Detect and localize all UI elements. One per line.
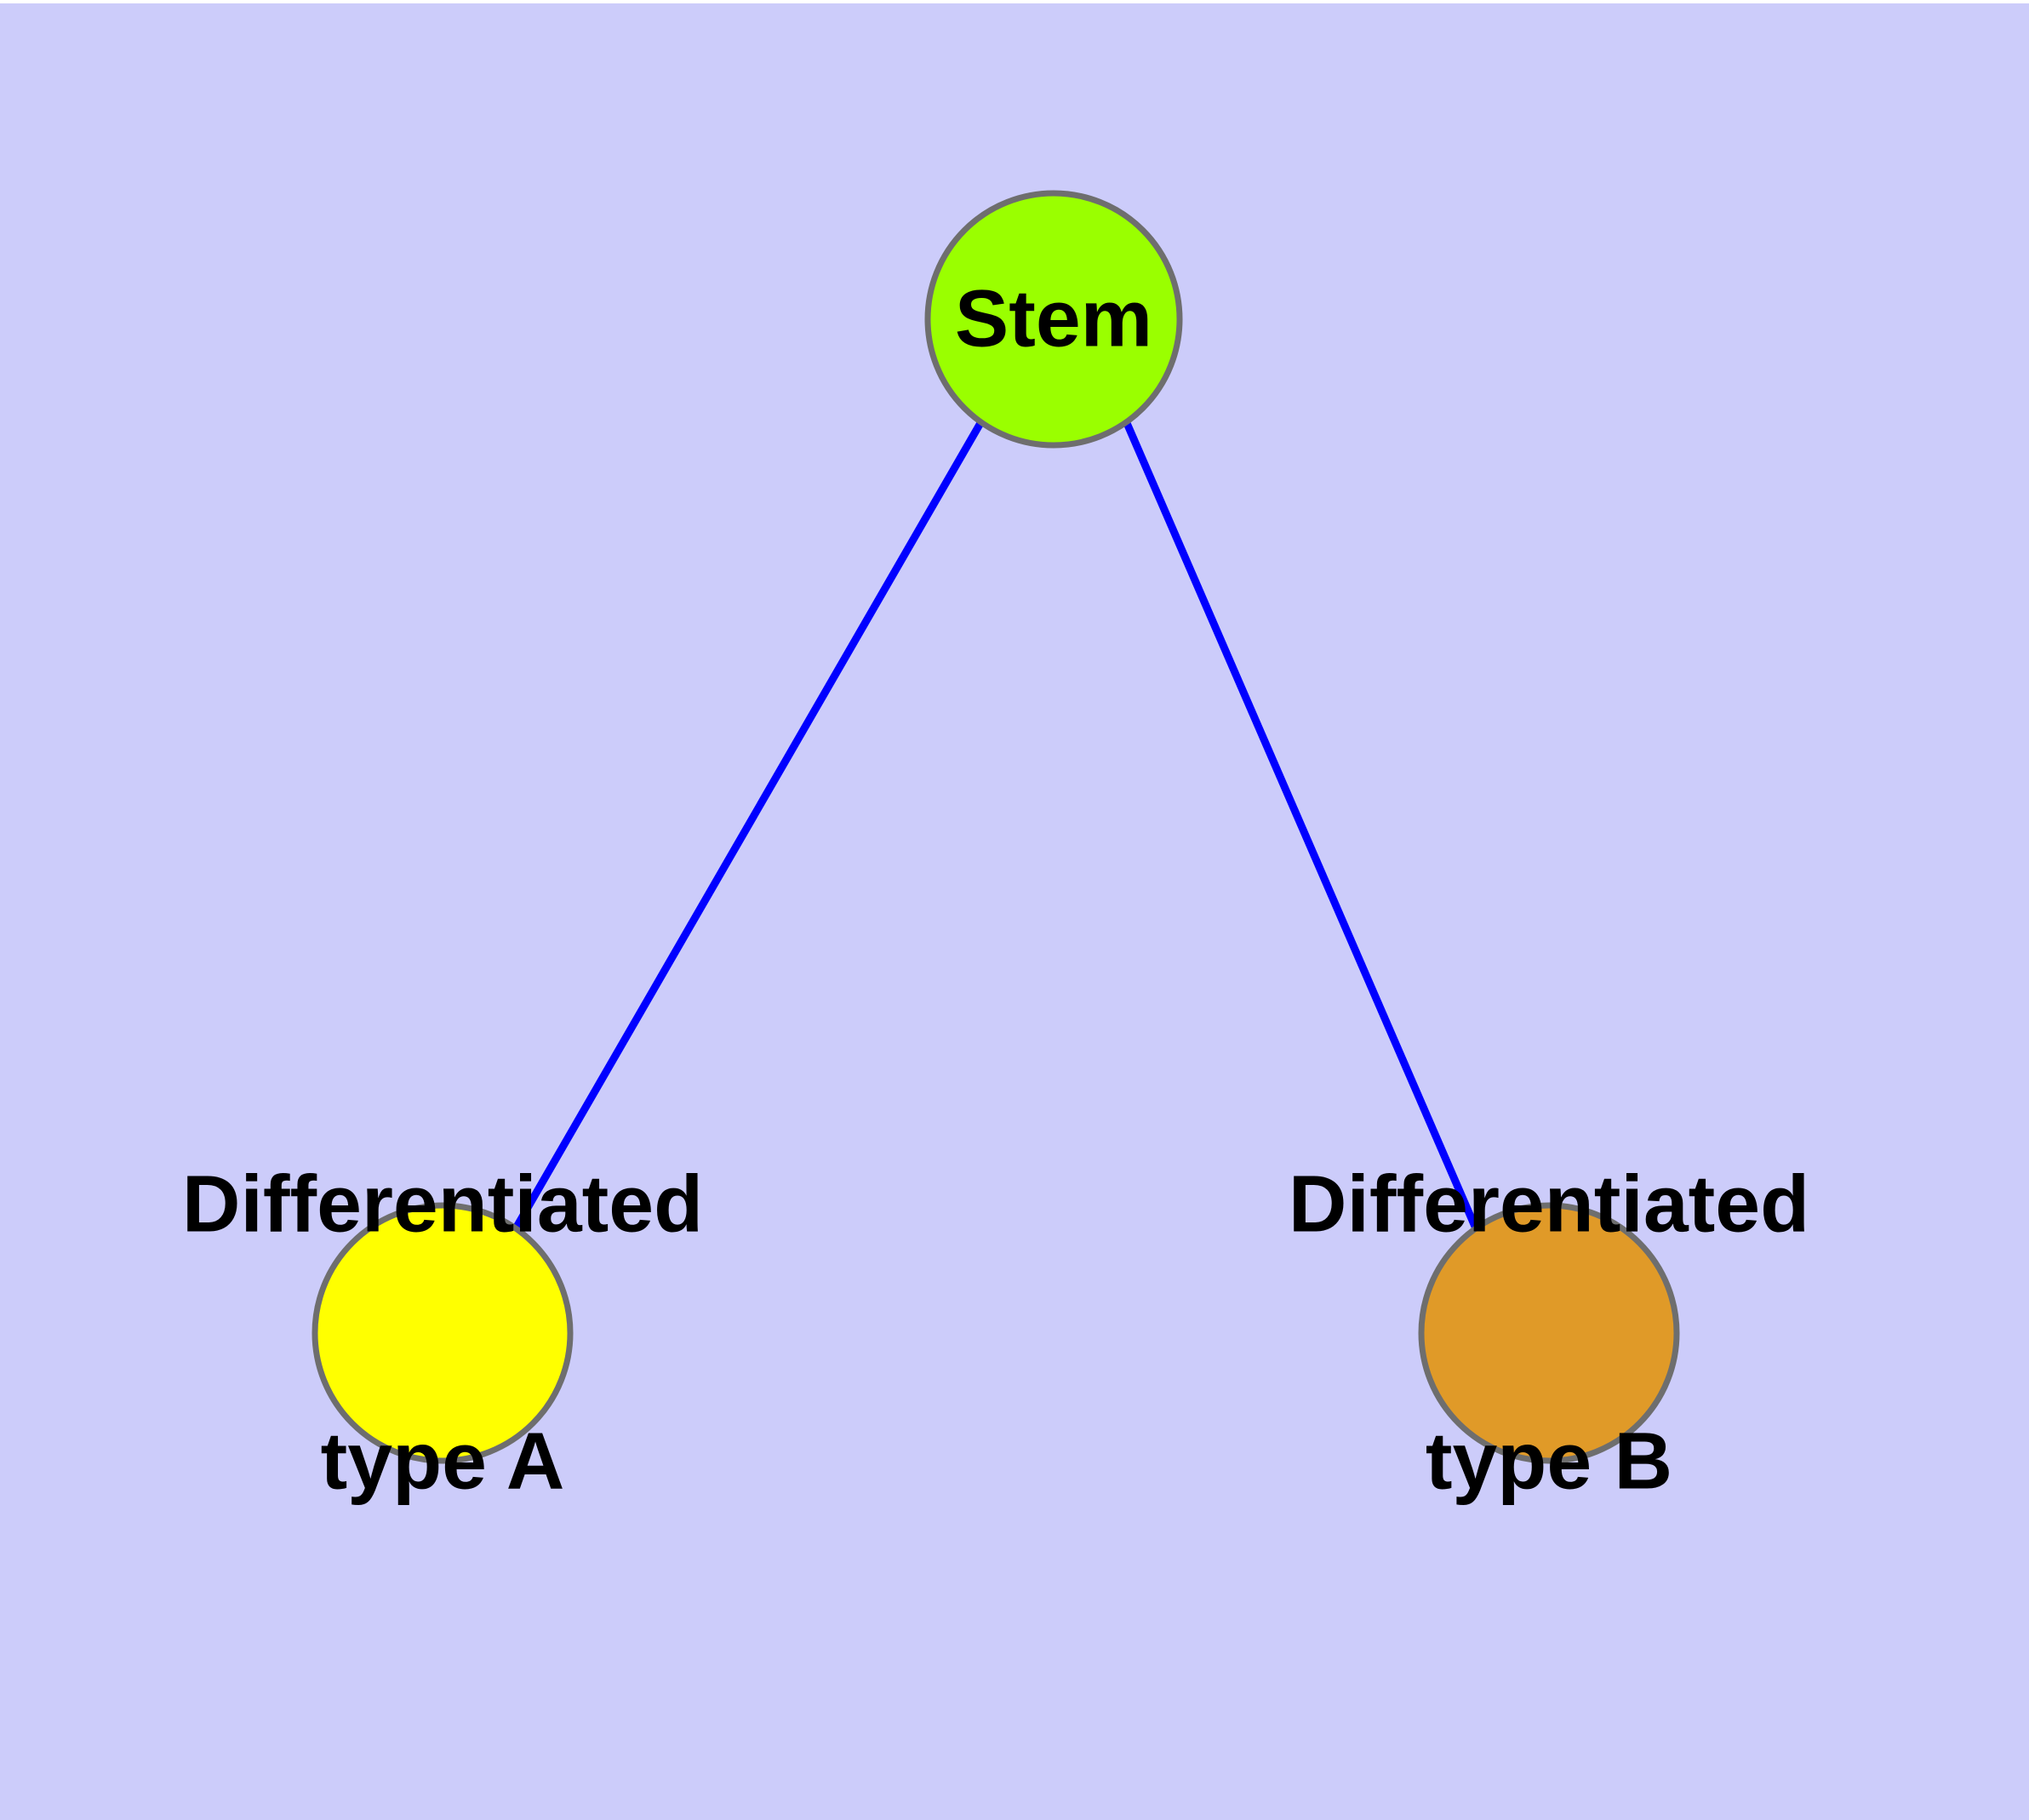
node-stem[interactable]	[924, 190, 1183, 449]
nodes-group	[311, 190, 1680, 1464]
edge-stem-to-differentiated-b[interactable]	[1123, 421, 1480, 1230]
edge-stem-to-differentiated-a[interactable]	[512, 421, 984, 1231]
edges-group	[512, 421, 1480, 1231]
node-differentiated-type-b[interactable]	[1418, 1202, 1680, 1464]
node-differentiated-type-a[interactable]	[311, 1202, 574, 1464]
